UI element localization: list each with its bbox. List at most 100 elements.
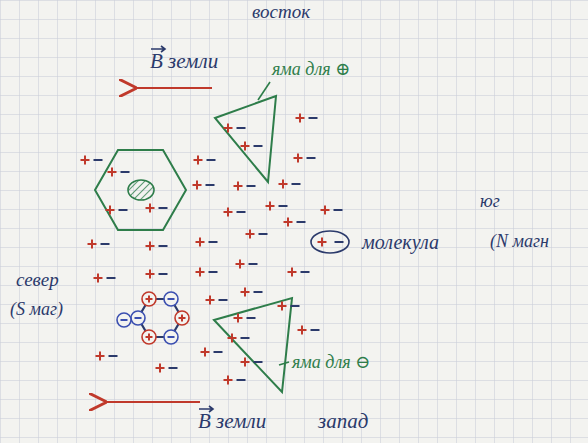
plus-charge <box>296 114 305 123</box>
field-arrow <box>135 87 212 89</box>
minus-charge <box>109 355 118 357</box>
minus-charge <box>301 271 310 273</box>
direction-label: север <box>16 270 59 291</box>
plus-charge <box>88 240 97 249</box>
plus-charge <box>278 302 287 311</box>
pole-label: (S маг) <box>10 300 63 320</box>
plus-charge <box>279 180 288 189</box>
pit-label: яма для ⊖ <box>292 353 370 373</box>
pole-label: (N магн <box>490 232 549 252</box>
plus-charge <box>224 124 233 133</box>
field-label: B земли <box>150 50 218 73</box>
plus-charge <box>224 208 233 217</box>
field-arrow <box>105 401 200 403</box>
plus-charge <box>146 270 155 279</box>
minus-charge <box>168 298 175 300</box>
minus-charge <box>259 233 268 235</box>
plus-charge <box>298 326 307 335</box>
minus-charge <box>237 379 246 381</box>
minus-charge <box>206 184 215 186</box>
plus-charge <box>241 142 250 151</box>
plus-charge <box>201 348 210 357</box>
plus-charge <box>266 202 275 211</box>
plus-charge <box>146 334 153 341</box>
direction-label: юг <box>480 192 500 212</box>
vector-marks <box>151 46 213 412</box>
plus-charge <box>206 296 215 305</box>
atom-circle <box>164 330 178 344</box>
atom-circle <box>131 311 145 325</box>
minus-charge <box>291 305 300 307</box>
pit-triangle <box>214 298 292 392</box>
minus-charge <box>334 209 343 211</box>
plus-charge <box>294 154 303 163</box>
hexagon-lattice <box>95 150 186 230</box>
plus-charge <box>156 364 165 373</box>
minus-charge <box>254 291 263 293</box>
minus-charge <box>119 209 128 211</box>
plus-charge <box>106 206 115 215</box>
minus-charge <box>94 159 103 161</box>
minus-charge <box>214 351 223 353</box>
plus-charge <box>194 156 203 165</box>
atom-circle <box>175 311 189 325</box>
pit-triangle <box>215 96 276 182</box>
minus-charge <box>311 329 320 331</box>
plus-charge <box>108 168 117 177</box>
minus-charge <box>169 367 178 369</box>
minus-charge <box>209 241 218 243</box>
minus-charge <box>297 221 306 223</box>
minus-charge <box>309 117 318 119</box>
minus-charge <box>237 127 246 129</box>
plus-charge <box>81 156 90 165</box>
minus-charge <box>249 263 258 265</box>
atom-circle <box>142 292 156 306</box>
charge-field <box>81 114 344 385</box>
molecule-label: молекула <box>362 231 439 253</box>
plus-charge <box>224 376 233 385</box>
minus-charge <box>121 319 128 321</box>
minus-charge <box>247 185 256 187</box>
minus-charge <box>159 273 168 275</box>
plus-charge <box>146 242 155 251</box>
minus-charge <box>307 157 316 159</box>
minus-charge <box>237 211 246 213</box>
molecule-oval <box>311 231 349 253</box>
minus-charge <box>168 336 175 338</box>
minus-charge <box>254 361 263 363</box>
minus-charge <box>279 205 288 207</box>
pit-label: яма для ⊕ <box>272 60 350 80</box>
hatched-core <box>128 180 154 200</box>
minus-charge <box>292 183 301 185</box>
minus-charge <box>247 317 256 319</box>
plus-charge <box>193 181 202 190</box>
leader-line <box>279 362 289 365</box>
direction-label: запад <box>318 410 368 433</box>
plus-charge <box>318 238 327 247</box>
minus-charge <box>207 159 216 161</box>
direction-label: восток <box>252 2 310 23</box>
atom-circle <box>164 292 178 306</box>
minus-charge <box>159 245 168 247</box>
minus-charge <box>107 277 116 279</box>
minus-charge <box>121 171 130 173</box>
plus-charge <box>284 218 293 227</box>
minus-charge <box>241 337 250 339</box>
atom-circle <box>142 330 156 344</box>
atom-circle <box>117 313 131 327</box>
plus-charge <box>146 204 155 213</box>
plus-charge <box>241 358 250 367</box>
plus-charge <box>288 268 297 277</box>
minus-charge <box>335 241 344 243</box>
field-label: B земли <box>198 410 266 433</box>
plus-charge <box>94 274 103 283</box>
plus-charge <box>196 268 205 277</box>
minus-charge <box>209 271 218 273</box>
plus-charge <box>228 334 237 343</box>
plus-charge <box>234 314 243 323</box>
plus-charge <box>196 238 205 247</box>
minus-charge <box>135 317 142 319</box>
